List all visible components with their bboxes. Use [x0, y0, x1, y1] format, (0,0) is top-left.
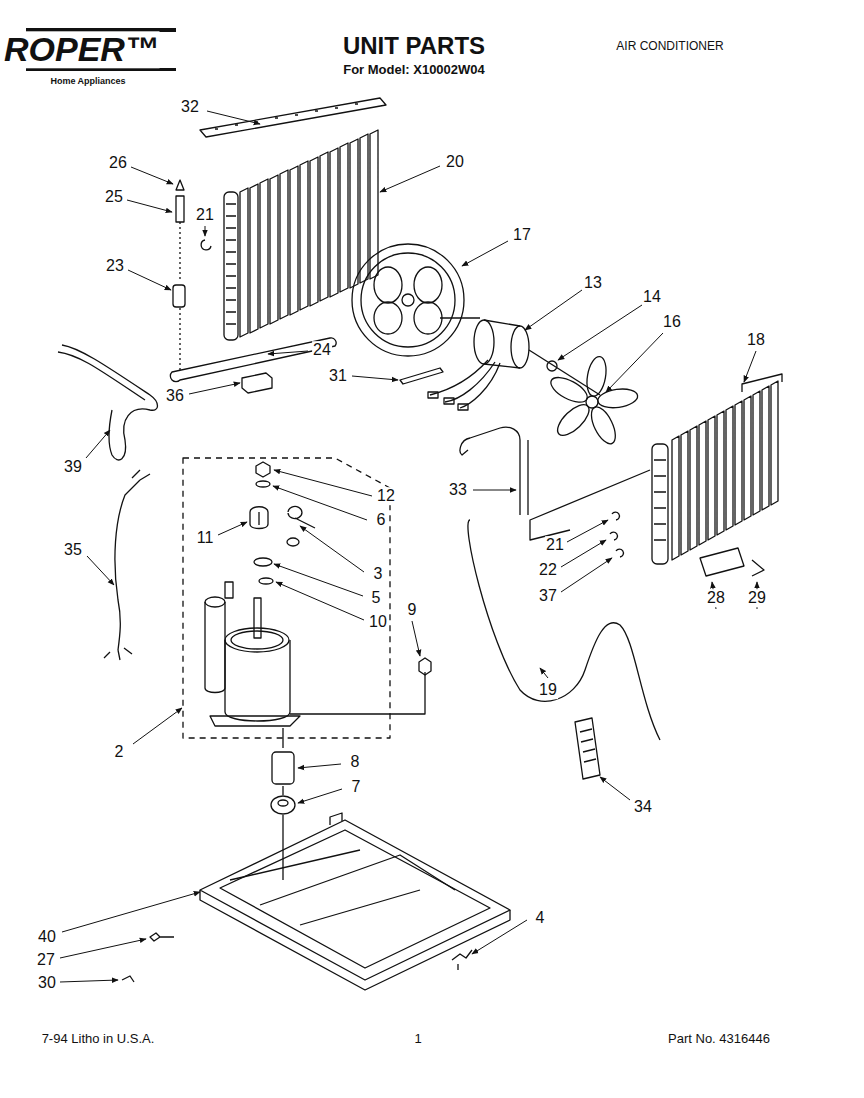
brand-subtitle: Home Appliances	[49, 77, 126, 87]
callout-number: 28	[706, 589, 726, 607]
footer-text: 7-94 Litho in U.S.A.	[41, 1032, 156, 1046]
callout-number: 14	[642, 288, 662, 306]
callout-number: 27	[36, 951, 56, 969]
callout-number: 17	[512, 226, 532, 244]
footer-text: Part No. 4316446	[667, 1032, 771, 1046]
callout-number: 6	[376, 511, 387, 529]
callout-number: 25	[104, 188, 124, 206]
callout-number: 9	[407, 601, 418, 619]
callout-number: 33	[448, 481, 468, 499]
callout-number: 20	[445, 153, 465, 171]
callout-number: 2	[114, 743, 125, 761]
callout-number: 35	[63, 541, 83, 559]
callout-number: 39	[63, 458, 83, 476]
callout-number: 4	[535, 909, 546, 927]
brand-logo: ROPER™	[3, 31, 160, 68]
callout-number: 3	[373, 565, 384, 583]
callout-number: 19	[538, 681, 558, 699]
callout-number: 7	[351, 778, 362, 796]
callout-number: 21	[545, 536, 565, 554]
callout-number: 30	[37, 974, 57, 992]
callout-number: 21	[195, 206, 215, 224]
callout-number: 10	[368, 613, 388, 631]
callout-number: 26	[108, 154, 128, 172]
callout-number: 12	[376, 487, 396, 505]
callout-number: 8	[350, 753, 361, 771]
page-title: UNIT PARTS	[342, 33, 486, 59]
callout-number: 11	[196, 529, 215, 547]
callout-number: 13	[583, 274, 603, 292]
callout-number: 32	[180, 98, 200, 116]
callout-number: 37	[538, 587, 558, 605]
callout-number: 16	[662, 313, 682, 331]
callout-number: 5	[371, 589, 382, 607]
footer-text: 1	[413, 1032, 422, 1046]
callout-number: 29	[747, 589, 767, 607]
product-type: AIR CONDITIONER	[615, 40, 724, 53]
callout-number: 22	[538, 561, 558, 579]
callout-number: 23	[105, 257, 125, 275]
callout-number: 24	[312, 341, 332, 359]
callout-number: 18	[746, 331, 766, 349]
callout-number: 40	[37, 928, 57, 946]
model-line: For Model: X10002W04	[342, 63, 486, 77]
callout-number: 31	[328, 367, 348, 385]
callout-number: 34	[633, 798, 653, 816]
callout-number: 36	[165, 387, 185, 405]
